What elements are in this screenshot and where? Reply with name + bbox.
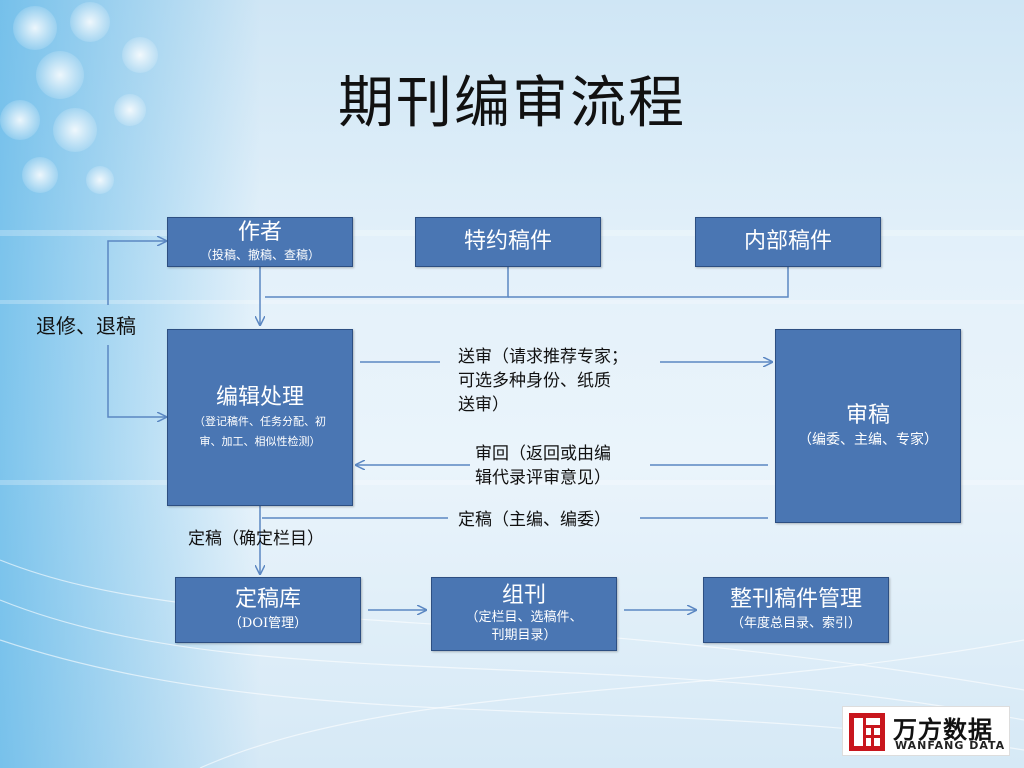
box-final-lib-title: 定稿库 bbox=[234, 587, 301, 612]
wanfang-logo: 万方数据 WANFANG DATA bbox=[842, 706, 1010, 756]
box-review-sub: （编委、主编、专家） bbox=[798, 432, 938, 448]
box-editing-sub2: 审、加工、相似性检测） bbox=[199, 434, 321, 448]
label-review-back-1: 审回（返回或由编 bbox=[475, 444, 611, 464]
label-revise: 退修、退稿 bbox=[36, 314, 136, 338]
box-assemble-sub2: 刊期目录） bbox=[491, 628, 557, 643]
box-author: 作者 （投稿、撤稿、查稿） bbox=[167, 217, 353, 267]
label-send-review-3: 送审） bbox=[458, 395, 509, 415]
box-assemble-title: 组刊 bbox=[501, 583, 546, 608]
page-title: 期刊编审流程 bbox=[338, 71, 686, 136]
wanfang-logo-cn: 万方数据 bbox=[893, 716, 993, 744]
wanfang-logo-icon bbox=[849, 713, 885, 751]
box-final-lib: 定稿库 （DOI管理） bbox=[175, 577, 361, 643]
box-review-title: 审稿 bbox=[845, 403, 890, 428]
label-send-review-2: 可选多种身份、纸质 bbox=[458, 371, 611, 391]
box-internal-title: 内部稿件 bbox=[743, 229, 832, 254]
label-finalize-column: 定稿（确定栏目） bbox=[188, 529, 324, 549]
box-internal: 内部稿件 bbox=[695, 217, 881, 267]
box-assemble: 组刊 （定栏目、选稿件、 刊期目录） bbox=[431, 577, 617, 651]
label-finalize-review: 定稿（主编、编委） bbox=[458, 510, 611, 530]
box-final-lib-sub: （DOI管理） bbox=[228, 616, 308, 631]
wanfang-logo-en: WANFANG DATA bbox=[895, 739, 1006, 752]
box-manage-title: 整刊稿件管理 bbox=[729, 587, 862, 612]
box-manage-sub: （年度总目录、索引） bbox=[730, 616, 861, 631]
box-editing: 编辑处理 （登记稿件、任务分配、初 审、加工、相似性检测） bbox=[167, 329, 353, 506]
box-special-title: 特约稿件 bbox=[463, 229, 552, 254]
label-review-back-2: 辑代录评审意见） bbox=[475, 468, 611, 488]
box-special: 特约稿件 bbox=[415, 217, 601, 267]
box-author-sub: （投稿、撤稿、查稿） bbox=[199, 248, 320, 262]
box-author-title: 作者 bbox=[237, 220, 282, 245]
label-send-review-1: 送审（请求推荐专家； bbox=[458, 347, 628, 367]
box-editing-title: 编辑处理 bbox=[215, 384, 304, 410]
box-assemble-sub1: （定栏目、选稿件、 bbox=[465, 610, 583, 625]
box-editing-sub1: （登记稿件、任务分配、初 bbox=[194, 414, 326, 428]
box-manage: 整刊稿件管理 （年度总目录、索引） bbox=[703, 577, 889, 643]
box-review: 审稿 （编委、主编、专家） bbox=[775, 329, 961, 523]
